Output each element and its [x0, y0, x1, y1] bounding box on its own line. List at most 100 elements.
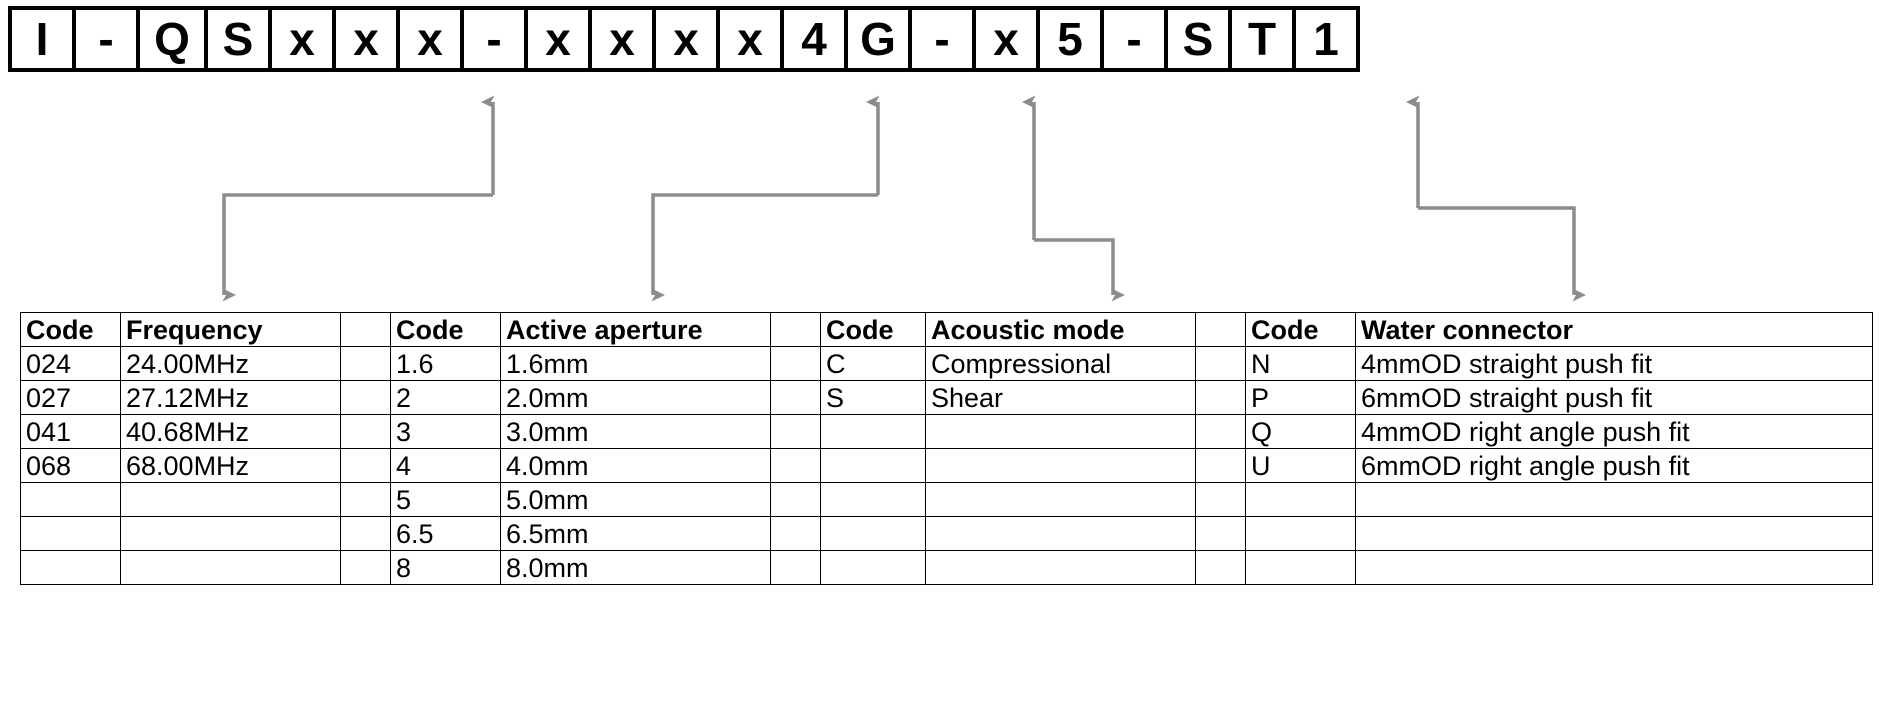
cell-code-acoustic_mode: [820, 482, 926, 517]
header-code-frequency: Code: [20, 312, 121, 347]
spacer-cell: [340, 482, 391, 517]
spacer-cell: [340, 516, 391, 551]
header-value-active_aperture: Active aperture: [500, 312, 771, 347]
cell-code-water_connector: [1245, 550, 1356, 585]
part-number-char-16: 5: [1036, 6, 1104, 72]
part-number-char-18: S: [1164, 6, 1232, 72]
cell-code-active_aperture: 4: [390, 448, 501, 483]
header-value-frequency: Frequency: [120, 312, 341, 347]
cell-code-acoustic_mode: C: [820, 346, 926, 381]
part-number-char-4: x: [268, 6, 336, 72]
cell-value-acoustic_mode: [925, 550, 1196, 585]
connector-frequency-elbow: [222, 193, 493, 302]
cell-code-acoustic_mode: [820, 516, 926, 551]
cell-code-frequency: 027: [20, 380, 121, 415]
part-number-char-10: x: [652, 6, 720, 72]
part-number-char-5: x: [332, 6, 400, 72]
spacer-cell: [770, 414, 821, 449]
part-number-char-7: -: [460, 6, 528, 72]
header-code-water_connector: Code: [1245, 312, 1356, 347]
cell-code-acoustic_mode: S: [820, 380, 926, 415]
part-number-char-15: x: [972, 6, 1040, 72]
part-number-char-19: T: [1228, 6, 1296, 72]
spacer-cell: [340, 346, 391, 381]
cell-value-frequency: [120, 550, 341, 585]
spacer-cell: [340, 550, 391, 585]
cell-value-frequency: [120, 516, 341, 551]
cell-code-frequency: [20, 516, 121, 551]
cell-code-frequency: [20, 550, 121, 585]
cell-code-active_aperture: 1.6: [390, 346, 501, 381]
spacer-cell: [340, 414, 391, 449]
part-number-char-14: -: [908, 6, 976, 72]
part-number-char-13: G: [844, 6, 912, 72]
spacer-cell: [770, 346, 821, 381]
cell-value-active_aperture: 3.0mm: [500, 414, 771, 449]
cell-code-water_connector: P: [1245, 380, 1356, 415]
cell-value-frequency: 27.12MHz: [120, 380, 341, 415]
cell-value-acoustic_mode: Compressional: [925, 346, 1196, 381]
part-number-char-0: I: [8, 6, 76, 72]
cell-code-active_aperture: 2: [390, 380, 501, 415]
spacer-cell: [770, 312, 821, 347]
cell-code-active_aperture: 6.5: [390, 516, 501, 551]
cell-value-acoustic_mode: [925, 516, 1196, 551]
cell-value-frequency: [120, 482, 341, 517]
cell-code-frequency: 068: [20, 448, 121, 483]
part-number-char-20: 1: [1292, 6, 1360, 72]
part-number-char-12: 4: [780, 6, 848, 72]
cell-code-active_aperture: 8: [390, 550, 501, 585]
cell-value-acoustic_mode: Shear: [925, 380, 1196, 415]
cell-code-water_connector: U: [1245, 448, 1356, 483]
spacer-cell: [1195, 516, 1246, 551]
spacer-cell: [340, 448, 391, 483]
cell-code-frequency: 024: [20, 346, 121, 381]
cell-value-frequency: 24.00MHz: [120, 346, 341, 381]
cell-code-water_connector: [1245, 482, 1356, 517]
connector-aperture-elbow: [651, 193, 878, 302]
cell-value-active_aperture: 4.0mm: [500, 448, 771, 483]
cell-value-active_aperture: 2.0mm: [500, 380, 771, 415]
part-number-char-8: x: [524, 6, 592, 72]
cell-value-water_connector: [1355, 482, 1873, 517]
cell-value-frequency: 68.00MHz: [120, 448, 341, 483]
spacer-cell: [1195, 482, 1246, 517]
spacer-cell: [340, 380, 391, 415]
cell-code-frequency: 041: [20, 414, 121, 449]
cell-value-active_aperture: 8.0mm: [500, 550, 771, 585]
cell-value-active_aperture: 5.0mm: [500, 482, 771, 517]
cell-value-acoustic_mode: [925, 448, 1196, 483]
spacer-cell: [1195, 414, 1246, 449]
cell-code-acoustic_mode: [820, 448, 926, 483]
spacer-cell: [1195, 550, 1246, 585]
cell-code-frequency: [20, 482, 121, 517]
spacer-cell: [770, 516, 821, 551]
spacer-cell: [1195, 380, 1246, 415]
spacer-cell: [340, 312, 391, 347]
cell-value-frequency: 40.68MHz: [120, 414, 341, 449]
cell-code-water_connector: [1245, 516, 1356, 551]
cell-value-acoustic_mode: [925, 482, 1196, 517]
header-code-acoustic_mode: Code: [820, 312, 926, 347]
spacer-cell: [770, 448, 821, 483]
part-number-char-9: x: [588, 6, 656, 72]
cell-value-water_connector: 4mmOD straight push fit: [1355, 346, 1873, 381]
spacer-cell: [1195, 346, 1246, 381]
header-code-active_aperture: Code: [390, 312, 501, 347]
cell-code-active_aperture: 5: [390, 482, 501, 517]
cell-code-water_connector: N: [1245, 346, 1356, 381]
cell-code-acoustic_mode: [820, 550, 926, 585]
header-value-acoustic_mode: Acoustic mode: [925, 312, 1196, 347]
connector-water-elbow: [1418, 206, 1586, 302]
spacer-cell: [1195, 448, 1246, 483]
